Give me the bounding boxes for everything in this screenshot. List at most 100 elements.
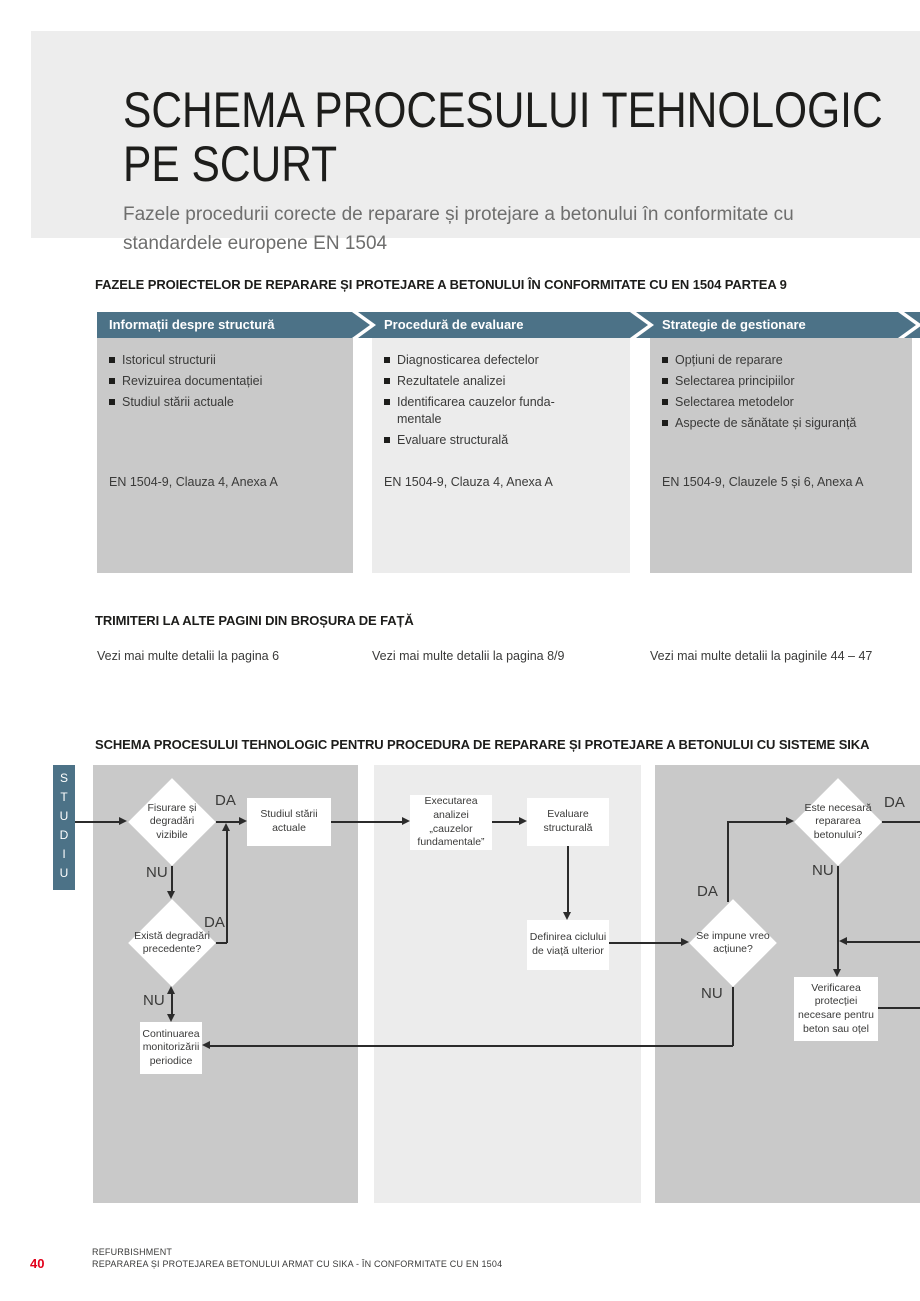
square-bullet-icon — [384, 378, 390, 384]
list-item-label: Opțiuni de reparare — [675, 353, 783, 367]
reference-text: EN 1504-9, Clauzele 5 și 6, Anexa A — [662, 475, 864, 489]
arrowhead-icon — [239, 817, 247, 825]
flow-connector — [878, 1007, 920, 1009]
flowchart-decision-exista-degradari: Există degradări precedente? — [128, 899, 216, 987]
reference-text: EN 1504-9, Clauza 4, Anexa A — [109, 475, 278, 489]
flow-connector — [732, 987, 734, 1046]
flowchart-decision-fisurare: Fisurare și degradări vizibile — [128, 778, 216, 866]
phase-arrow-header-1: Informații despre structură — [97, 312, 370, 338]
list-item: Revizuirea documentației — [109, 373, 341, 390]
reference-link-text: Vezi mai multe detalii la paginile 44 – … — [650, 649, 873, 663]
flow-connector — [609, 942, 681, 944]
list-item: Rezultatele analizei — [384, 373, 618, 390]
list-item-label: Revizuirea documentației — [122, 374, 263, 388]
da-label: DA — [215, 792, 236, 809]
page-title: SCHEMA PROCESULUI TEHNOLOGIC PE SCURT — [123, 83, 883, 191]
square-bullet-icon — [109, 357, 115, 363]
flow-connector — [216, 942, 227, 944]
footer-line2: REPARAREA ȘI PROTEJAREA BETONULUI ARMAT … — [92, 1259, 503, 1269]
da-label: DA — [697, 883, 718, 900]
footer-line1: REFURBISHMENT — [92, 1247, 173, 1257]
phase-column-2: Diagnosticarea defectelor Rezultatele an… — [372, 338, 630, 573]
phase-column-1: Istoricul structurii Revizuirea document… — [97, 338, 353, 573]
references-section-heading: TRIMITERI LA ALTE PAGINI DIN BROȘURA DE … — [95, 613, 414, 628]
arrowhead-icon — [167, 891, 175, 899]
list-item-label: Aspecte de sănătate și siguranță — [675, 416, 857, 430]
flow-connector — [492, 821, 519, 823]
square-bullet-icon — [662, 378, 668, 384]
flow-connector — [727, 821, 786, 823]
arrowhead-icon — [402, 817, 410, 825]
flow-connector — [226, 828, 228, 943]
flowchart-step-definirea-ciclului: Definirea ciclului de viață ulterior — [527, 920, 609, 970]
list-item: Evaluare structurală — [384, 432, 618, 449]
flowchart-step-evaluare-structurala: Evaluare structurală — [527, 798, 609, 846]
page-number: 40 — [30, 1256, 45, 1271]
phase-arrow-header-3: Strategie de gestionare — [636, 312, 916, 338]
list-item-label: Diagnosticarea defectelor — [397, 353, 539, 367]
square-bullet-icon — [384, 437, 390, 443]
phase-arrow-header-2-label: Procedură de evaluare — [384, 317, 524, 332]
square-bullet-icon — [109, 399, 115, 405]
square-bullet-icon — [384, 399, 390, 405]
flowchart-section-heading: SCHEMA PROCESULUI TEHNOLOGIC PENTRU PROC… — [95, 737, 870, 752]
flowchart-step-studiul-starii: Studiul stării actuale — [247, 798, 331, 846]
list-item: Opțiuni de reparare — [662, 352, 900, 369]
flow-connector — [75, 821, 120, 823]
list-item-label: Evaluare structurală — [397, 433, 509, 447]
nu-label: NU — [146, 864, 168, 881]
list-item: Selectarea principiilor — [662, 373, 900, 390]
flowchart-side-label-studiu: STUDIU — [53, 765, 75, 890]
nu-label: NU — [143, 992, 165, 1009]
arrowhead-icon — [786, 817, 794, 825]
flow-connector — [171, 866, 173, 893]
reference-text: EN 1504-9, Clauza 4, Anexa A — [384, 475, 553, 489]
square-bullet-icon — [662, 420, 668, 426]
flowchart-node-label: Este necesară repararea betonului? — [804, 802, 872, 841]
arrowhead-icon — [681, 938, 689, 946]
arrowhead-icon — [222, 823, 230, 831]
list-item-label: Selectarea principiilor — [675, 374, 795, 388]
flowchart-step-continuarea-monitorizarii: Continuarea monitorizării periodice — [140, 1022, 202, 1074]
flow-connector — [331, 821, 402, 823]
square-bullet-icon — [662, 399, 668, 405]
list-item-label: Rezultatele analizei — [397, 374, 506, 388]
list-item: Studiul stării actuale — [109, 394, 341, 411]
flow-connector — [727, 822, 729, 902]
arrowhead-icon — [839, 937, 847, 945]
flowchart-node-label: Fisurare și degradări vizibile — [147, 802, 197, 841]
reference-link-text: Vezi mai multe detalii la pagina 8/9 — [372, 649, 565, 663]
flow-connector — [847, 941, 920, 943]
list-item: Selectarea metodelor — [662, 394, 900, 411]
phase-arrow-header-3-label: Strategie de gestionare — [662, 317, 806, 332]
list-item-label: Studiul stării actuale — [122, 395, 234, 409]
list-item: Aspecte de sănătate și siguranță — [662, 415, 900, 432]
flowchart-node-label: Există degradări precedente? — [134, 929, 210, 955]
list-item-label: Istoricul structurii — [122, 353, 216, 367]
reference-link-text: Vezi mai multe detalii la pagina 6 — [97, 649, 280, 663]
arrowhead-icon — [119, 817, 127, 825]
phase-arrow-header-2: Procedură de evaluare — [358, 312, 648, 338]
page-subtitle: Fazele procedurii corecte de reparare și… — [123, 204, 794, 254]
arrowhead-icon — [833, 969, 841, 977]
arrowhead-icon — [202, 1041, 210, 1049]
header-band: SCHEMA PROCESULUI TEHNOLOGIC PE SCURT Fa… — [31, 31, 920, 254]
nu-label: NU — [701, 985, 723, 1002]
page-title-line2: PE SCURT — [123, 136, 338, 192]
arrowhead-icon — [167, 1014, 175, 1022]
da-label: DA — [884, 794, 905, 811]
flow-connector — [210, 1045, 733, 1047]
list-item: Diagnosticarea defectelor — [384, 352, 618, 369]
list-item-label: Identificarea cauzelor funda- mentale — [397, 395, 555, 426]
flowchart-node-label: Se impune vreo acțiune? — [696, 929, 770, 955]
flowchart-decision-se-impune: Se impune vreo acțiune? — [689, 899, 777, 987]
da-label: DA — [204, 914, 225, 931]
flowchart-step-verificarea-protectiei: Verificarea protecției necesare pentru b… — [794, 977, 878, 1041]
flowchart: STUDIU DA — [0, 765, 920, 1203]
flow-connector — [567, 846, 569, 912]
square-bullet-icon — [384, 357, 390, 363]
phases-section-heading: FAZELE PROIECTELOR DE REPARARE ȘI PROTEJ… — [95, 277, 787, 292]
nu-label: NU — [812, 862, 834, 879]
square-bullet-icon — [662, 357, 668, 363]
